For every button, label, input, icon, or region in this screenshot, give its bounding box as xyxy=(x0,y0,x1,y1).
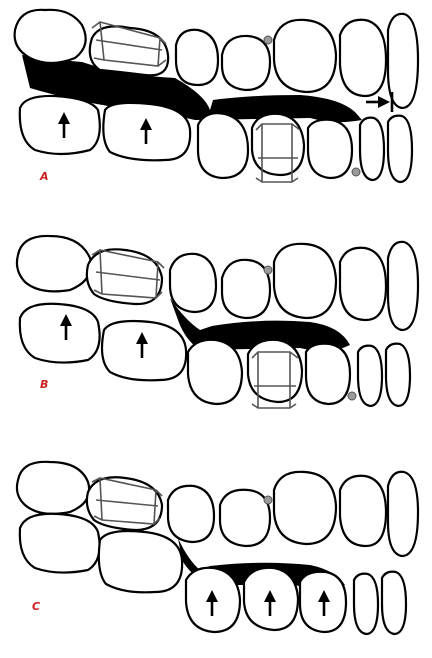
lower-tooth xyxy=(360,118,384,180)
lower-tooth xyxy=(252,114,304,175)
contact-point xyxy=(352,168,360,176)
lower-tooth xyxy=(308,120,352,178)
lower-tooth xyxy=(388,116,412,182)
panel-label-b: B xyxy=(40,378,48,391)
upper-tooth xyxy=(388,242,418,330)
lower-tooth xyxy=(248,340,302,402)
upper-tooth xyxy=(15,10,86,63)
upper-tooth xyxy=(274,20,336,92)
upper-tooth xyxy=(274,244,336,318)
upper-tooth xyxy=(274,472,336,544)
upper-tooth xyxy=(168,486,214,542)
lower-tooth xyxy=(20,96,100,154)
lower-tooth xyxy=(99,531,182,592)
upper-tooth xyxy=(340,248,386,320)
lower-tooth xyxy=(20,304,100,363)
lower-tooth xyxy=(306,344,350,404)
upper-tooth xyxy=(220,490,270,546)
upper-tooth xyxy=(170,254,216,312)
lower-tooth xyxy=(354,574,378,634)
lower-tooth xyxy=(188,340,242,404)
lower-tooth xyxy=(198,113,248,178)
lower-tooth xyxy=(382,572,406,634)
contact-point xyxy=(264,266,272,274)
panel-a xyxy=(15,10,418,182)
panel-label-c: C xyxy=(32,600,40,613)
upper-tooth xyxy=(17,462,89,514)
panel-c xyxy=(17,462,418,634)
lower-tooth xyxy=(102,321,186,380)
upper-tooth xyxy=(388,472,418,556)
upper-tooth xyxy=(176,30,218,85)
lower-tooth xyxy=(358,346,382,406)
lower-tooth xyxy=(20,514,100,573)
upper-tooth xyxy=(222,36,270,90)
contact-point xyxy=(264,496,272,504)
upper-tooth xyxy=(17,236,91,291)
lower-tooth xyxy=(386,344,410,406)
contact-point xyxy=(264,36,272,44)
panel-label-a: A xyxy=(39,170,49,183)
arrow-right-icon xyxy=(378,96,390,108)
upper-tooth xyxy=(222,260,270,318)
contact-point xyxy=(348,392,356,400)
upper-tooth xyxy=(340,476,386,546)
panel-b xyxy=(17,236,418,408)
upper-tooth xyxy=(340,20,386,96)
